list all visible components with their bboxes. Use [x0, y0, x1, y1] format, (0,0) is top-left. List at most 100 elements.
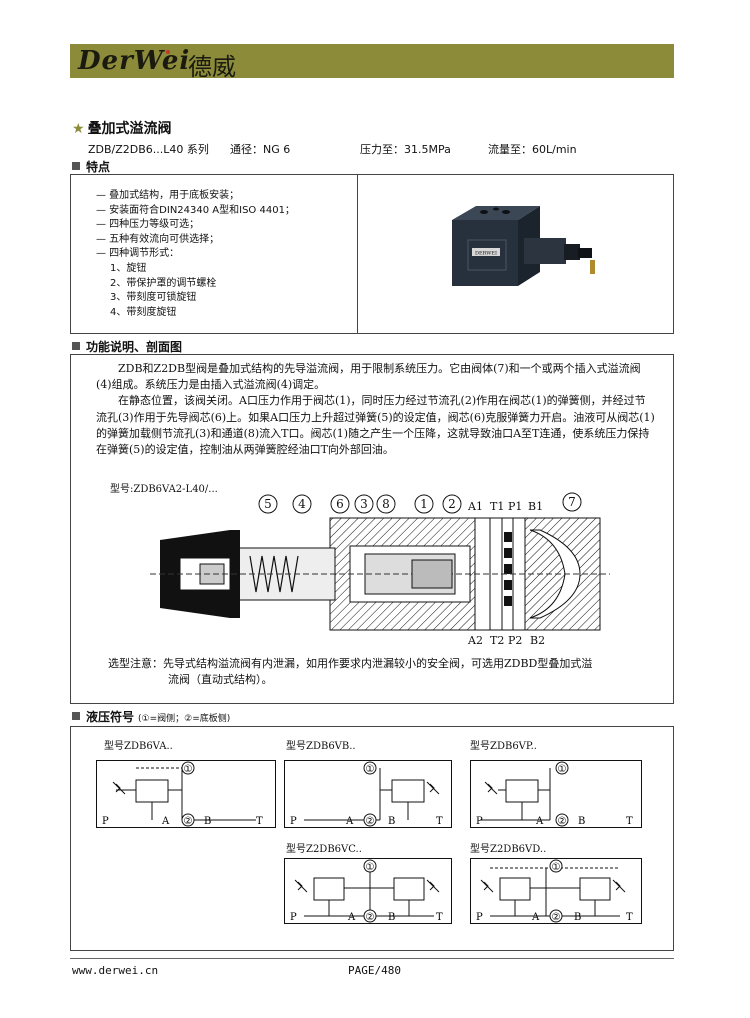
spec-series: ZDB/Z2DB6...L40 系列: [88, 143, 209, 156]
description-paragraph: ZDB和Z2DB型阀是叠加式结构的先导溢流阀，用于限制系统压力。它由阀体(7)和…: [96, 362, 641, 392]
star-icon: ★: [72, 121, 85, 137]
port-b: B: [388, 816, 395, 827]
callout-3: 3: [360, 497, 368, 511]
function-box: [70, 354, 674, 704]
footer-url: www.derwei.cn: [72, 964, 159, 977]
feature-subitem: 4、带刻度旋钮: [110, 306, 177, 318]
note-line: 选型注意：先导式结构溢流阀有内泄漏，如用作要求内泄漏较小的安全阀，可选用ZDBD…: [108, 657, 593, 670]
brand-logo-cn: 德威: [188, 53, 236, 81]
marker-plate-side: ②: [366, 816, 375, 827]
callout-1: 1: [420, 497, 428, 511]
port-b: B: [204, 816, 211, 827]
section-features: 特点: [72, 158, 110, 175]
symbol-diagram-va: ① ② P A B T: [96, 760, 276, 828]
marker-plate-side: ②: [366, 912, 375, 923]
callout-5: 5: [264, 497, 272, 511]
port-label-bottom: B2: [530, 634, 545, 647]
port-labels-bottom: A2 T2 P2 B2: [467, 634, 545, 647]
port-a: A: [345, 816, 354, 827]
spec-flow: 流量至：60L/min: [488, 143, 577, 156]
symbol-diagram-vd: ① ② P A B T: [470, 858, 642, 924]
port-label-bottom: T2: [490, 634, 504, 647]
symbol-model-label: 型号ZDB6VA..: [104, 741, 173, 752]
port-a: A: [347, 912, 356, 923]
port-label-bottom: P2: [508, 634, 522, 647]
section-model-label: 型号:ZDB6VA2-L40/...: [110, 484, 218, 495]
feature-subitem: 1、旋钮: [110, 262, 147, 274]
symbol-diagram-vc: ① ② P A B T: [284, 858, 452, 924]
product-label: DERWEI: [475, 251, 497, 257]
port-a: A: [535, 816, 544, 827]
port-a: A: [531, 912, 540, 923]
header-banner: DerWei 德威: [70, 44, 674, 81]
feature-item: — 五种有效流向可供选择；: [96, 233, 220, 245]
marker-valve-side: ①: [366, 862, 375, 873]
port-a: A: [161, 816, 170, 827]
port-p: P: [476, 816, 483, 827]
port-t: T: [436, 912, 443, 923]
marker-valve-side: ①: [366, 764, 375, 775]
spec-size: 通径：NG 6: [230, 143, 291, 156]
marker-valve-side: ①: [558, 764, 567, 775]
section-bullet-icon: [72, 712, 80, 720]
section-bullet-icon: [72, 162, 80, 170]
description-paragraph: 在静态位置，该阀关闭。A口压力作用于阀芯(1)，同时压力经过节流孔(2)作用在阀…: [96, 394, 655, 457]
port-t: T: [626, 816, 633, 827]
port-t: T: [626, 912, 633, 923]
section-function: 功能说明、剖面图: [72, 338, 182, 355]
port-t: T: [256, 816, 263, 827]
port-p: P: [290, 816, 297, 827]
symbol-model-label: 型号ZDB6VB..: [286, 741, 356, 752]
features-divider: [357, 174, 358, 334]
page-title: ★叠加式溢流阀: [72, 121, 172, 137]
feature-subitem: 3、带刻度可锁旋钮: [110, 292, 197, 304]
callout-7: 7: [568, 495, 576, 509]
brand-logo: DerWei: [78, 46, 191, 76]
symbols-box: [70, 726, 674, 951]
note-line: 流阀（直动式结构）。: [168, 673, 273, 686]
port-b: B: [578, 816, 585, 827]
symbol-model-label: 型号ZDB6VP..: [470, 741, 537, 752]
marker-plate-side: ②: [552, 912, 561, 923]
symbol-diagram-vp: ① ② P A B T: [470, 760, 642, 828]
port-label-top: P1: [508, 500, 522, 513]
port-label-top: A1: [467, 500, 483, 513]
port-p: P: [290, 912, 297, 923]
logo-dot: [166, 50, 170, 54]
symbol-model-label: 型号Z2DB6VD..: [470, 844, 547, 855]
footer-divider: [70, 958, 674, 959]
marker-plate-side: ②: [184, 816, 193, 827]
feature-subitem: 2、带保护罩的调节螺栓: [110, 277, 217, 289]
callout-bar: 5 4 6 3 8 1 2 7 A1 T1 P1 B1: [258, 492, 582, 514]
features-list: — 叠加式结构，用于底板安装； — 安装面符合DIN24340 A型和ISO 4…: [96, 189, 295, 320]
spec-pressure: 压力至：31.5MPa: [360, 143, 451, 156]
port-b: B: [388, 912, 395, 923]
port-b: B: [574, 912, 581, 923]
selection-note: 选型注意：先导式结构溢流阀有内泄漏，如用作要求内泄漏较小的安全阀，可选用ZDBD…: [108, 656, 592, 688]
port-label-bottom: A2: [467, 634, 483, 647]
feature-item: — 安装面符合DIN24340 A型和ISO 4401；: [96, 204, 295, 216]
footer-page: PAGE/480: [348, 964, 401, 977]
callout-6: 6: [336, 497, 344, 511]
feature-item: — 叠加式结构，用于底板安装；: [96, 190, 240, 201]
cross-section-drawing: [150, 517, 610, 631]
port-t: T: [436, 816, 443, 827]
marker-plate-side: ②: [558, 816, 567, 827]
callout-2: 2: [448, 497, 456, 511]
features-box: [70, 174, 674, 334]
feature-item: — 四种压力等级可选；: [96, 219, 200, 231]
port-label-top: T1: [490, 500, 504, 513]
callout-8: 8: [382, 497, 390, 511]
marker-valve-side: ①: [184, 764, 193, 775]
port-p: P: [102, 816, 109, 827]
port-p: P: [476, 912, 483, 923]
product-photo: DERWEI: [452, 206, 595, 286]
feature-item: — 四种调节形式：: [96, 248, 180, 260]
description: ZDB和Z2DB型阀是叠加式结构的先导溢流阀，用于限制系统压力。它由阀体(7)和…: [96, 361, 656, 458]
marker-valve-side: ①: [552, 862, 561, 873]
symbol-diagram-vb: ① ② P A B T: [284, 760, 452, 828]
callout-4: 4: [298, 497, 306, 511]
section-bullet-icon: [72, 342, 80, 350]
section-symbols: 液压符号(①=阀侧；②=底板侧): [72, 708, 230, 725]
symbol-model-label: 型号Z2DB6VC..: [286, 844, 362, 855]
